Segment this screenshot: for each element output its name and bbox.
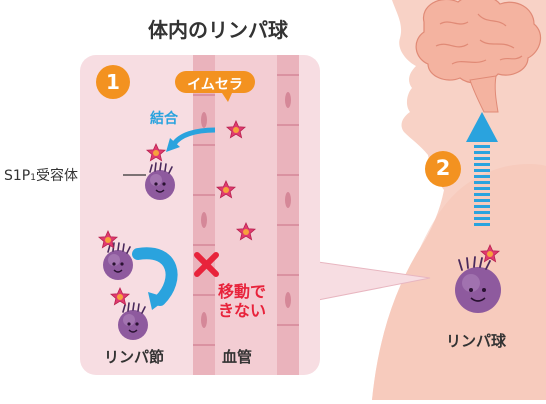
blood-vessel-walls [193, 55, 299, 375]
up-arrow-icon [466, 112, 498, 226]
lymphocyte-cell-icon [455, 267, 501, 313]
blocked-x-icon [194, 252, 219, 277]
step-1-badge [96, 65, 130, 99]
bind-arrow-icon [171, 127, 216, 146]
blocked-label-line-2: きない [218, 301, 267, 320]
drug-label: イムセラ [187, 77, 243, 93]
step-1-number: 1 [106, 70, 120, 94]
step-2-number: 2 [435, 156, 451, 180]
receptor-prefix: S1P [4, 168, 31, 184]
receptor-suffix: 受容体 [35, 168, 78, 184]
receptor-label: S1P1受容体 [4, 165, 78, 185]
lymph-node-label: リンパ節 [104, 348, 165, 366]
diagram-title: 体内のリンパ球 [148, 18, 288, 42]
curved-arrow-icon [132, 247, 178, 306]
drug-label-pill [175, 71, 255, 93]
blocked-label-line-1: 移動で [218, 282, 267, 301]
step-2-badge [425, 151, 461, 187]
receptor-subscript: 1 [30, 173, 36, 183]
blocked-label: 移動で きない [218, 282, 266, 320]
blood-vessel-label: 血管 [222, 348, 253, 366]
brain-icon [415, 0, 542, 113]
bind-label: 結合 [150, 111, 178, 127]
lymphocyte-label: リンパ球 [446, 332, 507, 350]
